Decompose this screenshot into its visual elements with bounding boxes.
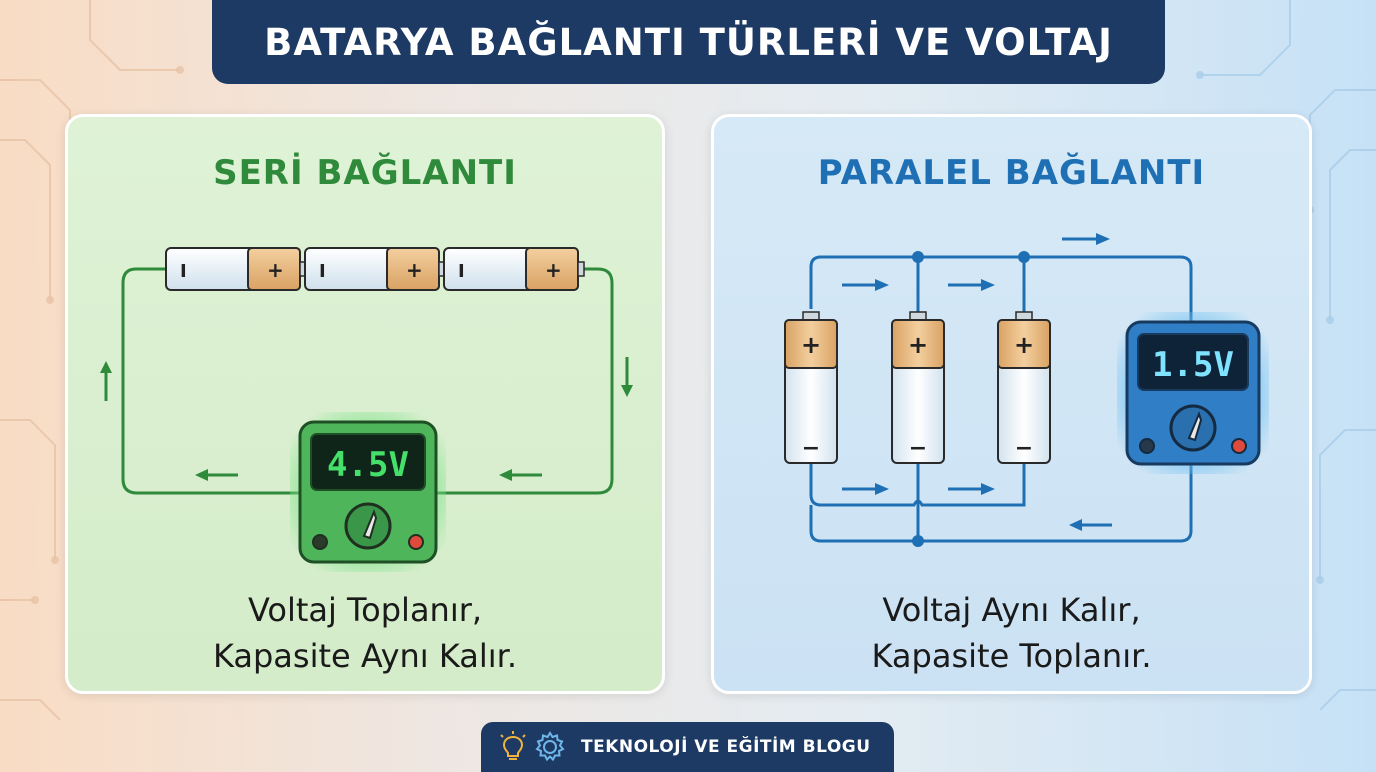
parallel-battery-1: + − [784,311,838,464]
current-arrow-left-icon [1069,519,1112,531]
series-circuit-diagram: I + I + I + [100,247,633,572]
meter-port-red [1231,438,1247,454]
series-wire [121,267,614,495]
parallel-caption-line-2: Kapasite Toplanır. [871,637,1152,675]
series-battery-2: I + [304,247,446,291]
parallel-battery-3: + − [997,311,1051,464]
current-arrow-right-icon [842,483,889,495]
lightbulb-icon [500,731,526,760]
parallel-caption-line-1: Voltaj Aynı Kalır, [882,591,1141,629]
battery-plus-label: + [1014,331,1034,359]
series-panel-title: SERİ BAĞLANTI [213,153,517,193]
battery-minus-label: − [909,436,927,461]
meter-port-black [1139,438,1155,454]
battery-plus-label: + [801,331,821,359]
footer-badge: TEKNOLOJİ VE EĞİTİM BLOGU [481,722,894,772]
current-arrow-left-icon [499,469,542,481]
series-caption-line-2: Kapasite Aynı Kalır. [212,637,518,675]
battery-plus-label: + [406,258,423,282]
footer-label: TEKNOLOJİ VE EĞİTİM BLOGU [581,737,871,757]
battery-minus-label: I [458,261,465,282]
current-arrow-up-icon [100,361,112,401]
series-battery-3: I + [443,247,585,291]
series-battery-1: I + [165,247,307,291]
current-arrow-left-icon [195,469,238,481]
series-caption-line-1: Voltaj Toplanır, [247,591,483,629]
parallel-multimeter: 1.5V [1117,312,1269,474]
series-caption: Voltaj Toplanır, Kapasite Aynı Kalır. [68,587,662,679]
parallel-meter-display: 1.5V [1152,345,1234,385]
battery-minus-label: I [319,261,326,282]
current-arrow-right-icon [842,279,889,291]
parallel-caption: Voltaj Aynı Kalır, Kapasite Toplanır. [714,587,1309,679]
battery-plus-label: + [908,331,928,359]
title-banner: BATARYA BAĞLANTI TÜRLERİ VE VOLTAJ [212,0,1165,84]
battery-minus-label: − [802,436,820,461]
battery-plus-label: + [545,258,562,282]
current-arrow-right-icon [948,483,995,495]
meter-port-red [408,534,424,550]
page-title: BATARYA BAĞLANTI TÜRLERİ VE VOLTAJ [264,20,1113,64]
gear-icon [535,731,565,762]
battery-minus-label: I [180,261,187,282]
parallel-battery-2: + − [891,311,945,464]
series-multimeter: 4.5V [290,412,446,572]
parallel-panel-title: PARALEL BAĞLANTI [817,153,1206,193]
series-connection-panel: SERİ BAĞLANTI I + I [65,114,665,694]
current-arrow-right-icon [948,279,995,291]
series-meter-display: 4.5V [327,445,409,485]
parallel-wires [809,255,1193,543]
parallel-junctions [912,251,1030,547]
battery-plus-label: + [267,258,284,282]
current-arrow-down-icon [621,357,633,397]
current-arrow-right-icon [1062,233,1110,245]
parallel-connection-panel: PARALEL BAĞLANTI [711,114,1312,694]
parallel-circuit-diagram: + − + − + − 1.5V [784,233,1269,547]
battery-minus-label: − [1015,436,1033,461]
meter-port-black [312,534,328,550]
